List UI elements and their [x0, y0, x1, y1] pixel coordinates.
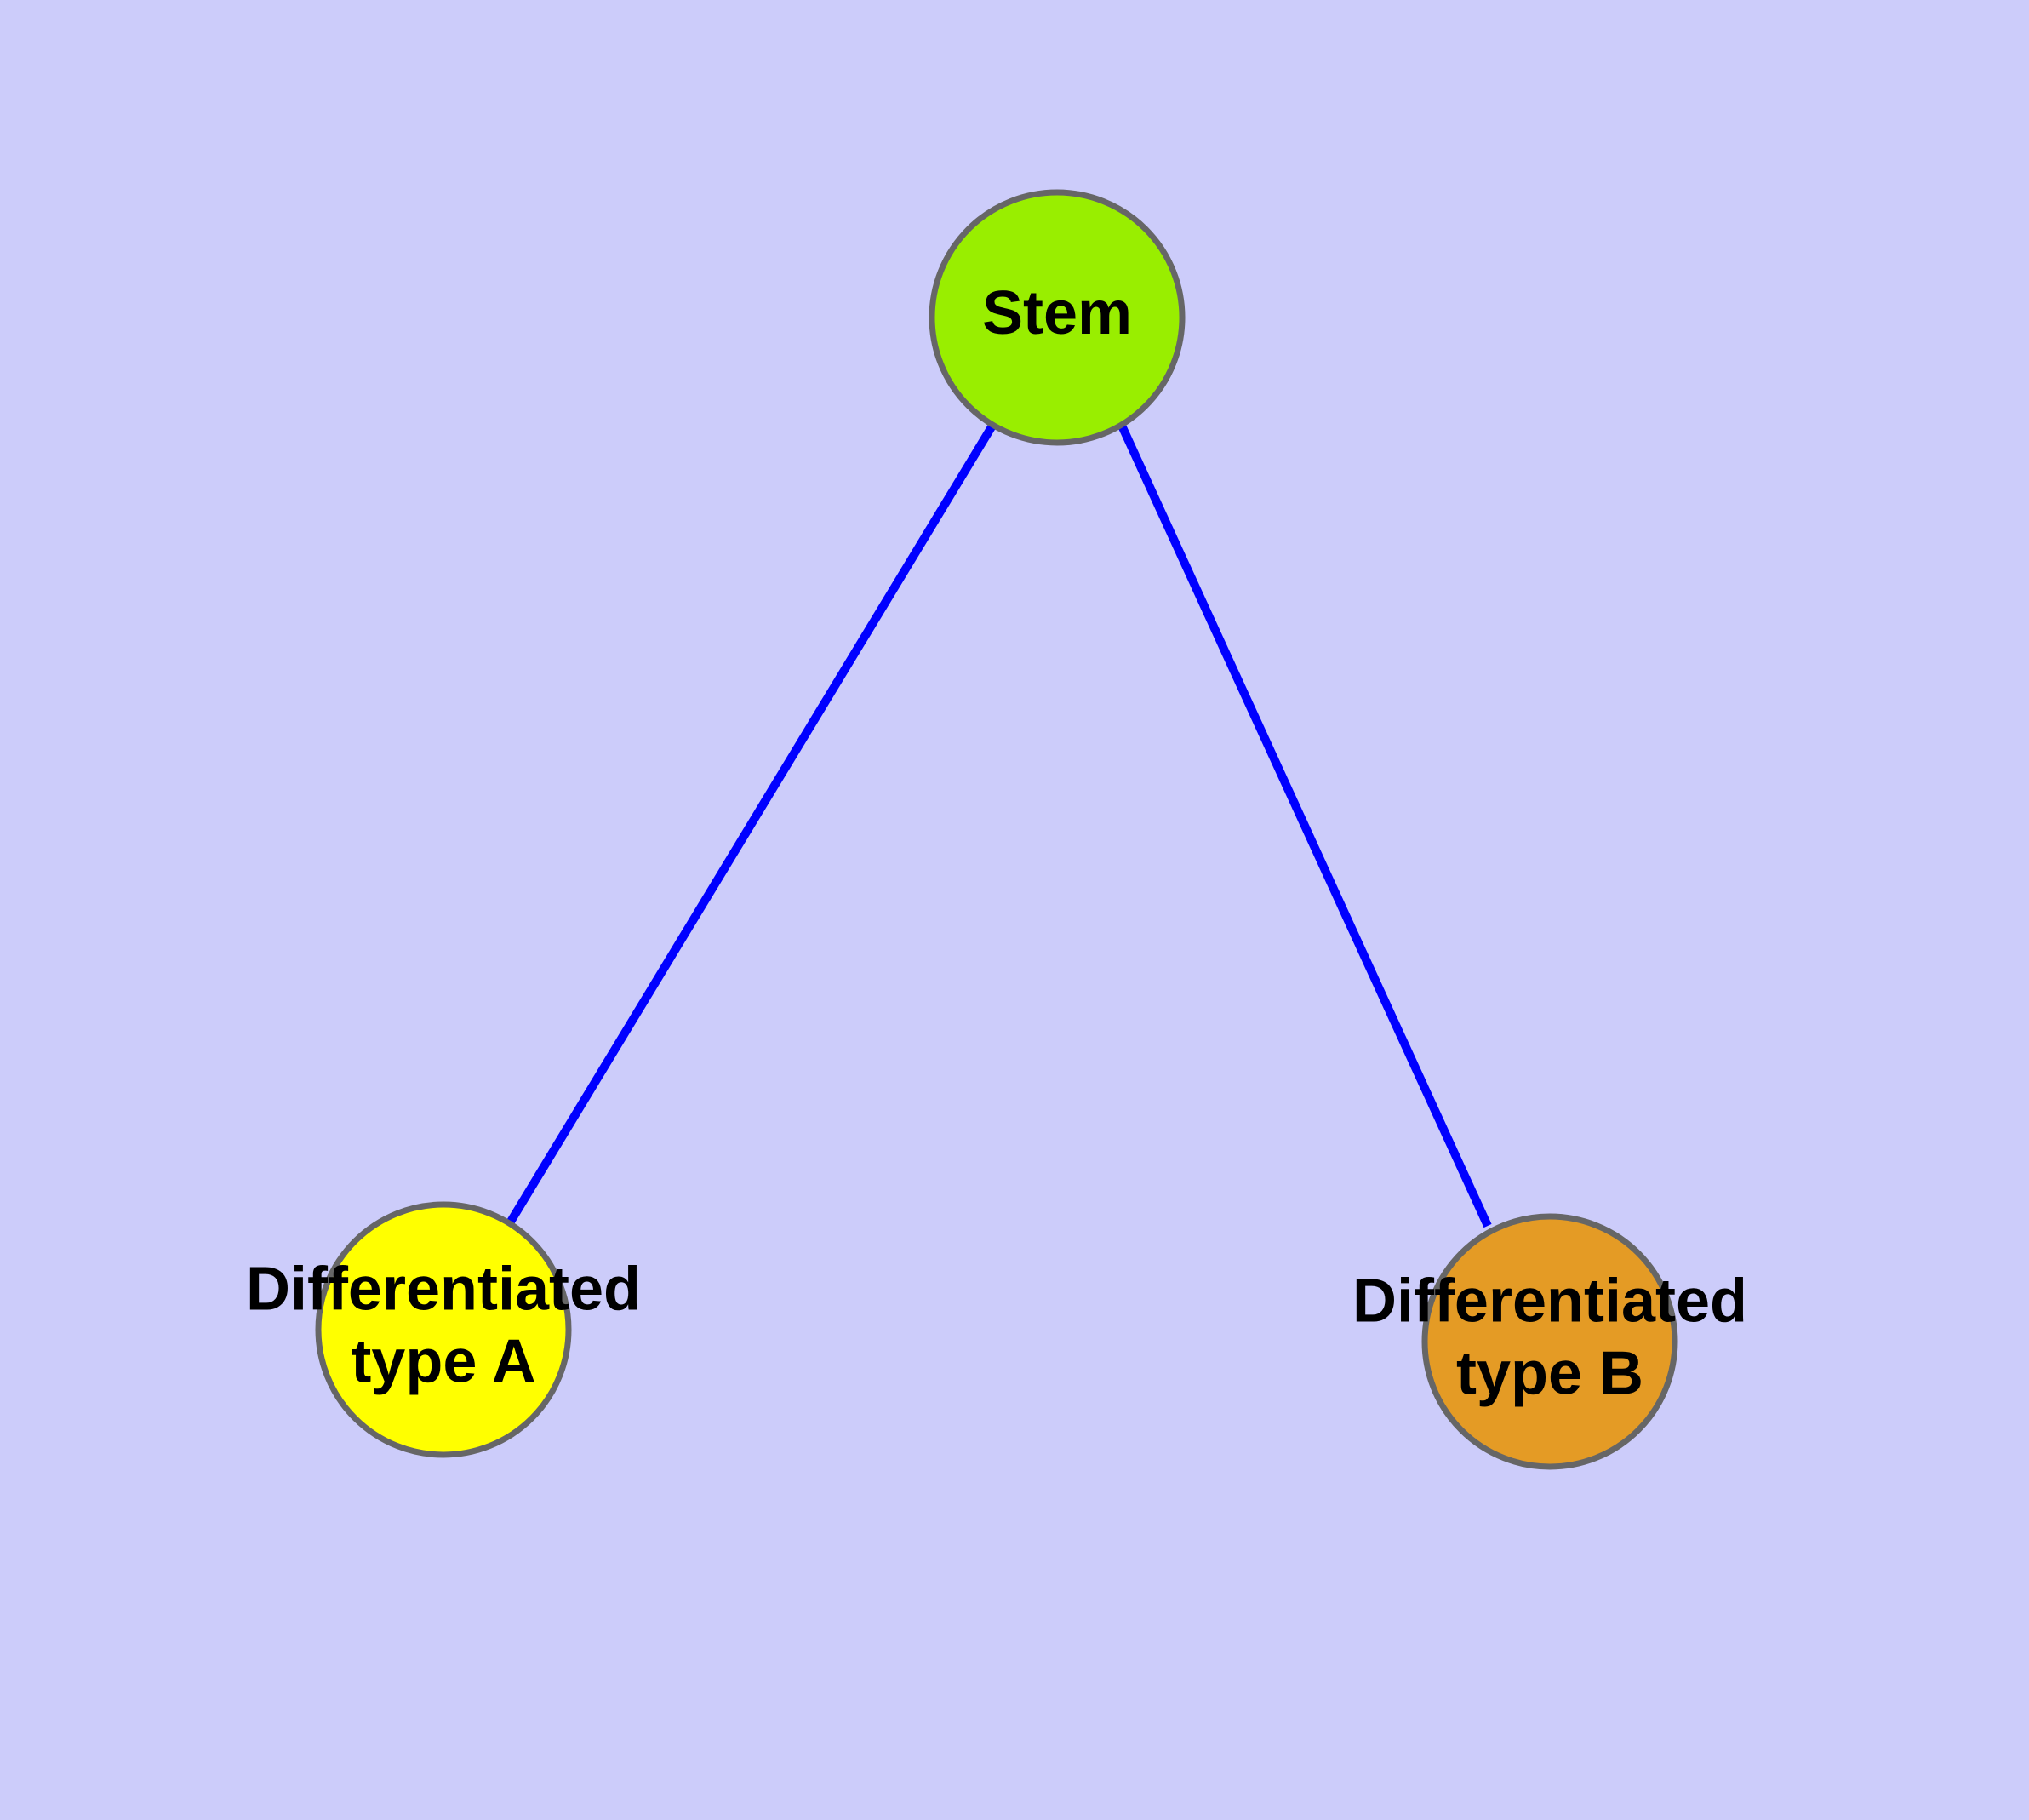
node-label-line: Differentiated: [246, 1256, 641, 1324]
node-label-line: Stem: [982, 279, 1132, 347]
node-label-line: Differentiated: [1352, 1268, 1747, 1336]
graph-node-diff_a[interactable]: [315, 1201, 572, 1458]
graph-edge-stem-to-diff-b[interactable]: [1117, 423, 1492, 1228]
nodes-layer: [315, 189, 1678, 1470]
node-label-line: type A: [351, 1327, 535, 1395]
edges-layer: [506, 423, 1492, 1228]
node-label-stem: Stem: [982, 279, 1132, 347]
node-label-line: type B: [1456, 1339, 1643, 1407]
graph-node-stem[interactable]: [929, 189, 1186, 446]
graph-edge-stem-to-diff-a[interactable]: [506, 423, 997, 1224]
graph-node-diff_b[interactable]: [1421, 1213, 1678, 1470]
